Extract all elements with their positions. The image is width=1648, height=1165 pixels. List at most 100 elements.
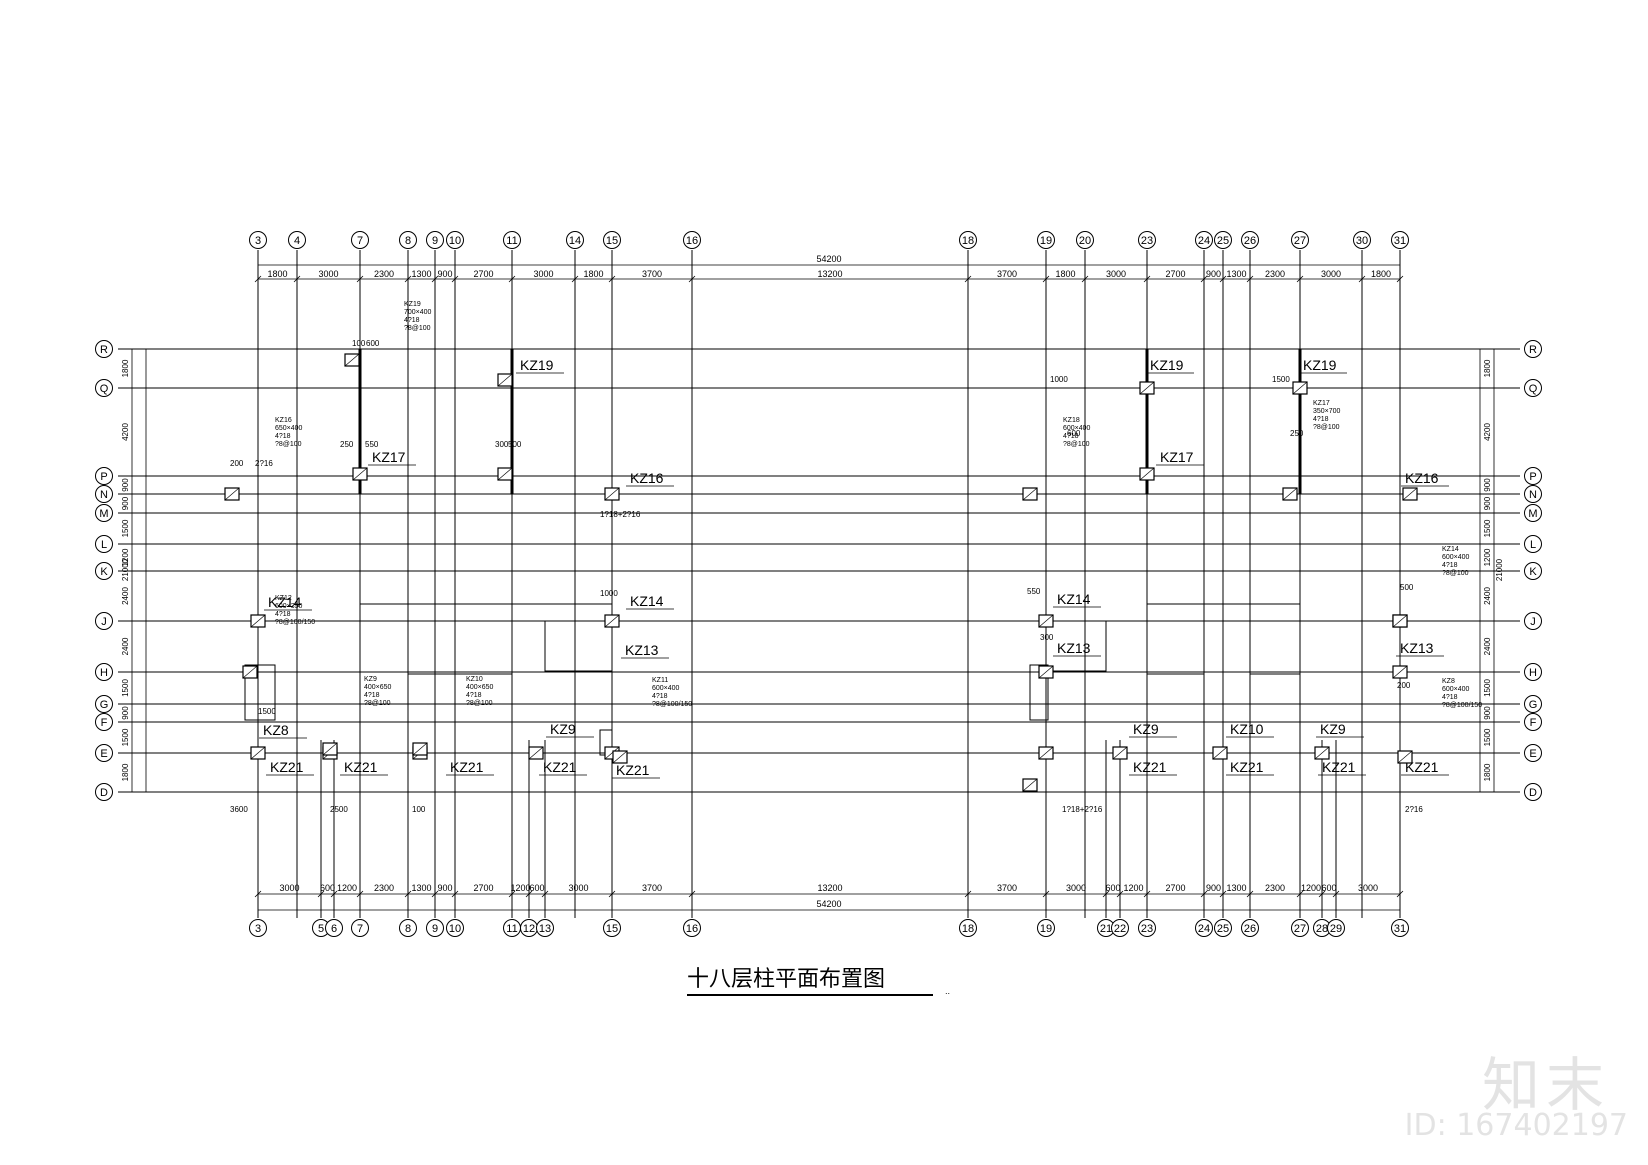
small-dim-11: 3600 (230, 805, 248, 814)
right-spacing-5: 1200 (1483, 548, 1492, 566)
left-shaft (544, 620, 613, 672)
small-dim-4: 300 (495, 440, 509, 449)
axis-top-26-circle (1241, 231, 1259, 249)
axis-bottom-16-label: 16 (686, 923, 698, 935)
tick (964, 890, 972, 898)
spec-bars-3: 4?18 (364, 692, 380, 699)
right-spacing-8: 1500 (1483, 679, 1492, 697)
axis-top-3-label: 3 (255, 235, 261, 247)
axis-bottom-3-circle (249, 919, 267, 937)
spec-stirrup-1: ?8@100 (275, 441, 302, 448)
axis-top-27-circle (1291, 231, 1309, 249)
axis-top-20-label: 20 (1079, 235, 1091, 247)
axis-bottom-7-label: 7 (357, 923, 363, 935)
column-tag-kz8-6: KZ8 (263, 722, 289, 738)
small-dim-19: 200 (1397, 681, 1411, 690)
column-tag-kz14-4: KZ14 (630, 593, 664, 609)
column-hatch-0 (344, 353, 360, 367)
column-hatch-30 (1038, 746, 1054, 760)
bottom-spacing-8: 600 (529, 883, 544, 893)
small-dim-3: 550 (365, 440, 379, 449)
axis-top-23-circle (1138, 231, 1156, 249)
axis-top-25-label: 25 (1217, 235, 1229, 247)
small-dim-13: 100 (412, 805, 426, 814)
column-tag-kz13-18: KZ13 (1057, 640, 1091, 656)
small-dim-12: 2500 (330, 805, 348, 814)
column-hatch-28 (1212, 746, 1228, 760)
axis-top-11-label: 11 (506, 235, 517, 247)
spec-name-7: KZ17 (1313, 400, 1330, 407)
wall-outlines (224, 349, 1418, 793)
tick (508, 275, 516, 283)
column-tag-kz17-15: KZ17 (1160, 449, 1194, 465)
tick (431, 275, 439, 283)
axis-right-Q-label: Q (1529, 383, 1538, 395)
axis-bottom-6-circle (325, 919, 343, 937)
axis-left-R-label: R (100, 344, 108, 356)
tick (1219, 890, 1227, 898)
axis-top-23-label: 23 (1141, 235, 1153, 247)
axis-right-J-circle (1524, 612, 1542, 630)
axis-top-31-circle (1391, 231, 1409, 249)
dimension-chains (131, 264, 1495, 911)
bottom-spacing-11: 13200 (817, 883, 842, 893)
column-tag-kz21-26: KZ21 (1405, 759, 1439, 775)
small-dim-17: 300 (1040, 633, 1054, 642)
right-spacing-3: 900 (1483, 496, 1492, 510)
axis-right-P-label: P (1529, 471, 1536, 483)
top-spacing-2: 2300 (374, 269, 394, 279)
tick (451, 275, 459, 283)
axis-top-4-label: 4 (294, 235, 300, 247)
axis-left-G-circle (95, 695, 113, 713)
column-hatch-19 (1292, 381, 1308, 395)
tick (688, 890, 696, 898)
axis-left-P-circle (95, 467, 113, 485)
tick (1246, 275, 1254, 283)
axis-left-N-label: N (100, 489, 108, 501)
axis-top-16-label: 16 (686, 235, 698, 247)
bottom-spacing-1: 600 (320, 883, 335, 893)
axis-right-N-circle (1524, 485, 1542, 503)
axis-left-M-circle (95, 504, 113, 522)
tick (1246, 890, 1254, 898)
top-spacing-18: 1800 (1371, 269, 1391, 279)
axis-top-7-label: 7 (357, 235, 363, 247)
column-hatch-32 (1022, 778, 1038, 792)
axis-right-M-label: M (1528, 508, 1537, 520)
axis-bottom-16-circle (683, 919, 701, 937)
left-spacing-0: 1800 (121, 359, 130, 377)
left-spacing-7: 2400 (121, 637, 130, 655)
spec-size-5: 600×400 (652, 685, 680, 692)
spec-stirrup-5: ?8@100/150 (652, 701, 692, 708)
small-dim-22: 1000 (1050, 375, 1068, 384)
axis-bottom-29-label: 29 (1330, 923, 1342, 935)
bottom-spacing-10: 3700 (642, 883, 662, 893)
axis-left-D-circle (95, 783, 113, 801)
axis-right-J-label: J (1530, 616, 1536, 628)
tick (571, 275, 579, 283)
column-tag-kz9-7: KZ9 (550, 721, 576, 737)
tick (1396, 275, 1404, 283)
tick (608, 275, 616, 283)
column-tag-kz14-17: KZ14 (1057, 591, 1091, 607)
small-dim-5: 500 (508, 440, 522, 449)
top-spacing-17: 3000 (1321, 269, 1341, 279)
spec-size-6: 600×400 (1063, 425, 1091, 432)
bottom-spacing-2: 1200 (337, 883, 357, 893)
tick (1116, 890, 1124, 898)
bottom-spacing-3: 2300 (374, 883, 394, 893)
column-hatch-27 (1112, 746, 1128, 760)
column-hatch-3 (497, 467, 513, 481)
right-spacing-10: 1500 (1483, 728, 1492, 746)
small-dim-8: 1?18+2?16 (600, 510, 641, 519)
axis-bottom-25-circle (1214, 919, 1232, 937)
spec-bars-5: 4?18 (652, 693, 668, 700)
axis-left-J-label: J (101, 616, 107, 628)
title-suffix: .. (945, 987, 950, 996)
column-hatch-18 (1139, 381, 1155, 395)
right-spacing-2: 900 (1483, 478, 1492, 492)
bottom-spacing-13: 3000 (1066, 883, 1086, 893)
axis-top-10-label: 10 (449, 235, 461, 247)
axis-top-11-circle (503, 231, 521, 249)
column-tag-kz19-0: KZ19 (520, 357, 554, 373)
